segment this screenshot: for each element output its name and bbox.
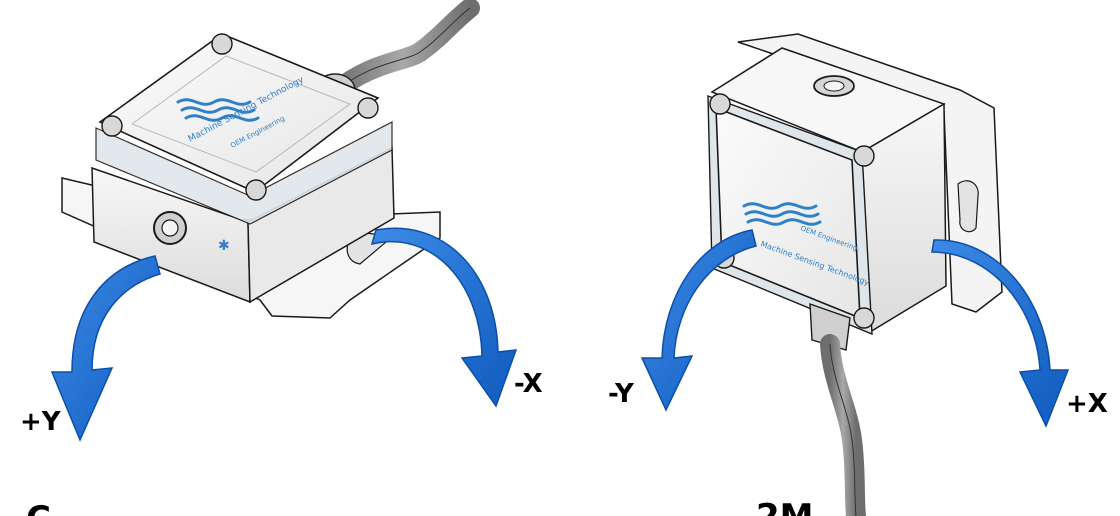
right-sensor-device: Machine Sensing Technology OEM Engineeri… [707, 33, 1003, 516]
left-screws [101, 33, 379, 201]
left-cable [325, 0, 480, 102]
right-minus-y-arrow [640, 229, 757, 412]
right-minus-y-label: -Y [608, 379, 635, 409]
left-wave-logo [176, 98, 260, 122]
right-cable-gland [809, 302, 851, 351]
left-corner-label: C [26, 499, 51, 516]
left-sensor-device: Machine Sensing Technology OEM Engineeri… [61, 0, 480, 319]
left-plus-y-label: +Y [20, 407, 62, 437]
right-plus-x-arrow [931, 239, 1070, 428]
right-wave-logo [742, 202, 822, 226]
left-lid [98, 33, 380, 193]
left-asterisk-icon: ✱ [218, 238, 230, 254]
left-minus-x-label: -X [514, 369, 543, 399]
right-plus-x-label: +X [1066, 389, 1108, 419]
right-corner-label: 2M [756, 497, 814, 516]
left-plus-y-arrow [50, 255, 161, 442]
left-minus-x-arrow [370, 227, 518, 408]
